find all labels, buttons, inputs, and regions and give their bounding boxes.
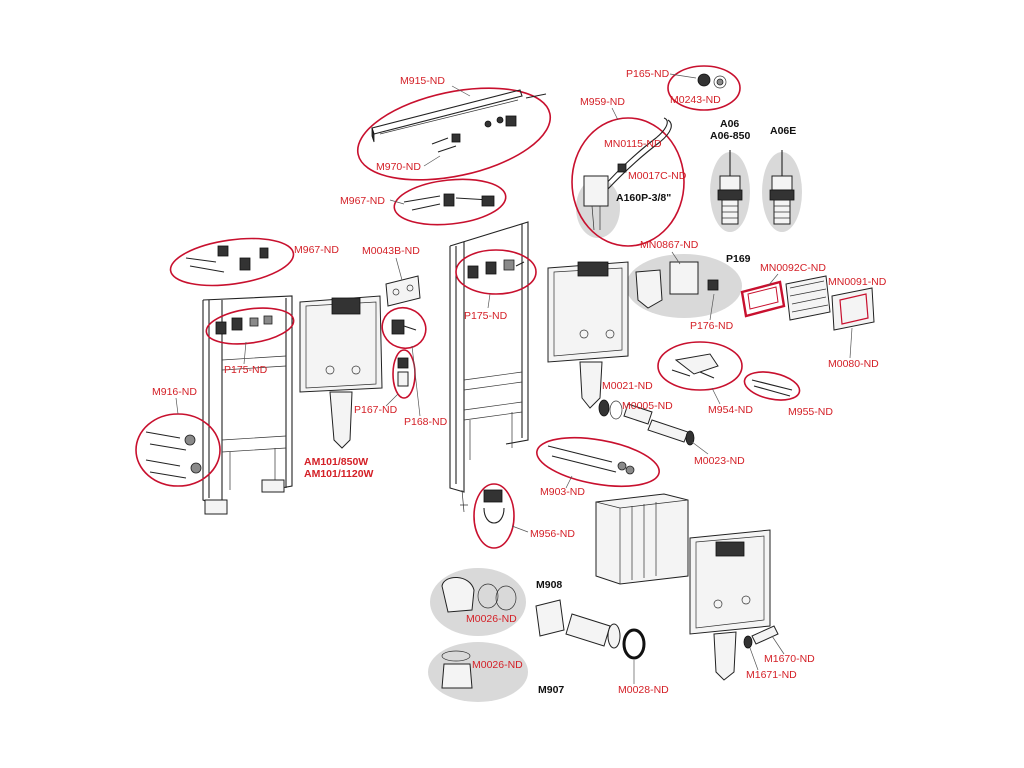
bottom-cistern <box>689 529 771 681</box>
m967-top-group <box>393 178 507 226</box>
label-mn0091: MN0091-ND <box>828 276 887 288</box>
label-m915: M915-ND <box>400 75 445 87</box>
p175-left-group <box>205 307 295 345</box>
label-m0080: M0080-ND <box>828 358 879 370</box>
label-mn0867: MN0867-ND <box>640 239 699 251</box>
label-m1670: M1670-ND <box>764 653 815 665</box>
label-m0005: M0005-ND <box>622 400 673 412</box>
a06e-flush-valve <box>769 150 795 225</box>
label-mn0092c: MN0092C-ND <box>760 262 826 274</box>
m959-highlight-ring <box>571 117 685 247</box>
label-m0043b: M0043B-ND <box>362 245 420 257</box>
m916-highlight-ring <box>135 413 221 487</box>
label-m967-left: M967-ND <box>294 244 339 256</box>
p175-mid-group <box>455 249 537 295</box>
m959-group <box>571 117 685 247</box>
p165-group <box>667 65 741 111</box>
label-p167: P167-ND <box>354 404 398 416</box>
p175-left-highlight-ring <box>205 307 295 345</box>
label-p168: P168-ND <box>404 416 448 428</box>
m915-rail-group <box>356 87 552 181</box>
label-m908: M908 <box>536 579 562 591</box>
label-m0243: M0243-ND <box>670 94 721 106</box>
m956-group <box>473 483 515 549</box>
m907-parts <box>441 650 473 689</box>
m954-group <box>657 341 743 391</box>
label-p176: P176-ND <box>690 320 734 332</box>
m956-highlight-ring <box>473 483 515 549</box>
m955-highlight-ring <box>743 371 801 401</box>
label-am101-1120w: AM101/1120W <box>304 468 374 480</box>
m955-group <box>743 371 801 401</box>
label-m907: M907 <box>538 684 564 696</box>
bend-pipe-parts <box>535 599 646 660</box>
m967-left-group <box>169 237 295 287</box>
label-m959: M959-ND <box>580 96 625 108</box>
outlet-pipe-parts <box>598 399 695 446</box>
p175-mid-highlight-ring <box>455 249 537 295</box>
label-am101-850w: AM101/850W <box>304 456 368 468</box>
label-m0028: M0028-ND <box>618 684 669 696</box>
m915-highlight-ring <box>356 87 552 181</box>
p167-group <box>392 349 416 399</box>
float-valve-body <box>583 175 609 207</box>
label-m955: M955-ND <box>788 406 833 418</box>
mn0092c-frame <box>740 280 786 318</box>
label-m970: M970-ND <box>376 161 421 173</box>
m915-fixings <box>431 93 547 153</box>
label-p165: P165-ND <box>626 68 670 80</box>
label-p169: P169 <box>726 253 751 265</box>
right-frame-foot <box>261 479 285 493</box>
a06-flush-valve <box>717 150 743 225</box>
label-m903: M903-ND <box>540 486 585 498</box>
label-mn0115: MN0115-ND <box>604 138 662 150</box>
label-a06e: A06E <box>770 125 796 137</box>
m908-group-bg <box>430 568 526 636</box>
label-m916: M916-ND <box>152 386 197 398</box>
label-m954: M954-ND <box>708 404 753 416</box>
label-m0017c: M0017C-ND <box>628 170 687 182</box>
p168-group <box>381 306 427 350</box>
label-m967-top: M967-ND <box>340 195 385 207</box>
left-frame-assembly <box>202 295 293 515</box>
p168-highlight-ring <box>381 306 427 350</box>
m954-highlight-ring <box>657 341 743 391</box>
label-a160p: A160P-3/8" <box>616 192 671 204</box>
label-m0026-a: M0026-ND <box>466 613 517 625</box>
front-cover-panel <box>595 493 689 585</box>
label-p175-left: P175-ND <box>224 364 268 376</box>
m0080-plate <box>831 287 875 331</box>
label-p175-mid: P175-ND <box>464 310 508 322</box>
label-m1671: M1671-ND <box>746 669 797 681</box>
label-m956: M956-ND <box>530 528 575 540</box>
m903-highlight-ring <box>536 437 660 487</box>
mn0867-bracket <box>635 261 719 309</box>
middle-cistern <box>547 261 629 409</box>
m908-parts <box>441 577 517 613</box>
m916-group <box>135 413 221 487</box>
m967-left-highlight-ring <box>169 237 295 287</box>
label-a06: A06 <box>720 118 739 130</box>
m0043b-bracket <box>385 275 421 307</box>
label-m0026-b: M0026-ND <box>472 659 523 671</box>
m967-top-highlight-ring <box>393 178 507 226</box>
m1670-parts <box>743 625 779 649</box>
left-frame-foot <box>204 499 228 515</box>
m903-group <box>536 437 660 487</box>
middle-frame-assembly <box>449 221 529 513</box>
mn0091-box <box>785 275 831 321</box>
label-m0023: M0023-ND <box>694 455 745 467</box>
label-a06-850: A06-850 <box>710 130 750 142</box>
p165-highlight-ring <box>667 65 741 111</box>
label-m0021: M0021-ND <box>602 380 653 392</box>
left-cistern <box>299 295 383 449</box>
